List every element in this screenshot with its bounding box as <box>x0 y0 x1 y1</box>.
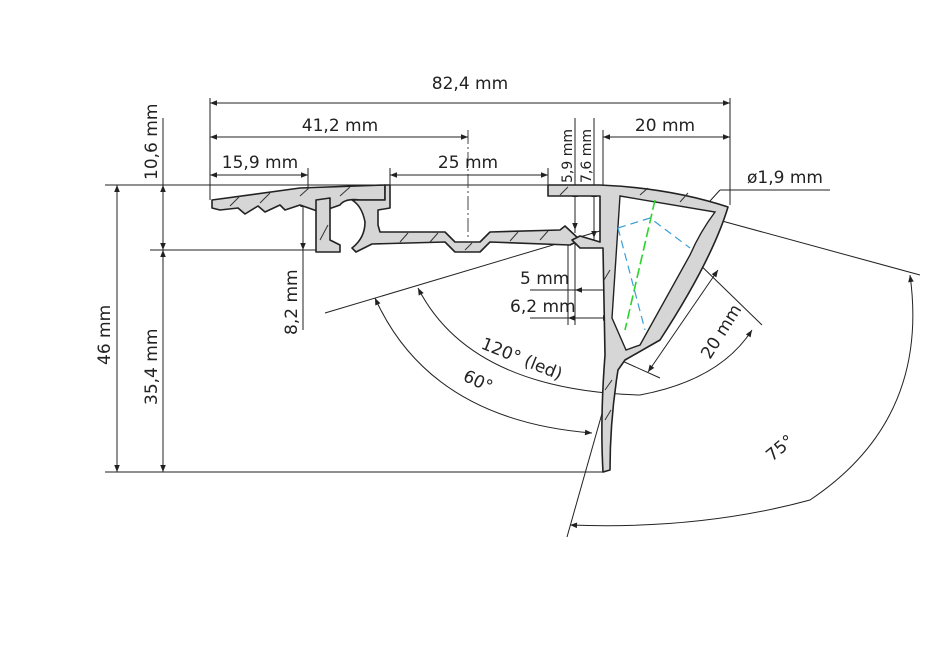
dim-channel-width: 25 mm <box>438 153 498 173</box>
led-beam-line <box>624 199 656 331</box>
dim-led-width: 20 mm <box>697 301 746 363</box>
aluminium-profile <box>211 184 729 473</box>
dim-8-2: 8,2 mm <box>282 269 302 335</box>
angle-60: 60° <box>460 366 496 397</box>
dim-5-9: 5,9 mm <box>560 129 576 183</box>
dim-total-height: 46 mm <box>95 305 115 365</box>
dim-right-width: 20 mm <box>635 116 695 136</box>
dim-half-width: 41,2 mm <box>302 116 378 136</box>
dim-nose-width: 15,9 mm <box>222 153 298 173</box>
angle-75: 75° <box>762 431 798 466</box>
dim-5: 5 mm <box>520 269 569 289</box>
dim-lower-height: 35,4 mm <box>142 329 162 405</box>
diffuser-outline <box>617 217 691 331</box>
dim-7-6: 7,6 mm <box>579 129 595 183</box>
dim-overall-width: 82,4 mm <box>432 74 508 94</box>
dim-diameter: ø1,9 mm <box>747 168 823 188</box>
dim-6-2: 6,2 mm <box>510 297 576 317</box>
dim-top-height: 10,6 mm <box>142 104 162 180</box>
